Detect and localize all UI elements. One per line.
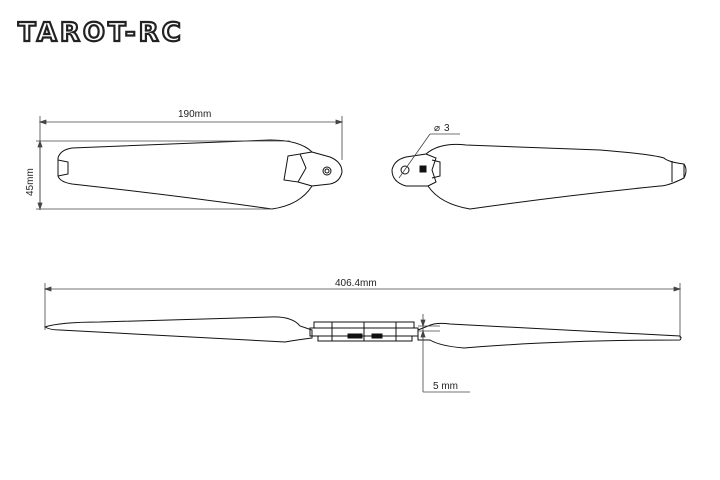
hole-diameter-symbol: ⌀ [434, 123, 440, 134]
propeller-side-view [43, 316, 682, 349]
dim-hub-offset [418, 314, 470, 393]
right-hub-mark [419, 165, 427, 173]
side-right-blade [417, 322, 682, 349]
brand-logo: TAROT-RC [17, 17, 184, 49]
side-hub-bottom [317, 335, 413, 342]
dim-hole-diameter [398, 133, 460, 179]
left-blade-top-view [57, 139, 343, 210]
hub-offset-label: 5 mm [433, 381, 458, 392]
right-blade-tip-detail [671, 161, 685, 182]
dim-blade-width [36, 139, 290, 211]
blade-width-label: 45mm [25, 168, 36, 196]
logo-text: TAROT-RC [18, 18, 184, 48]
hole-diameter-label: 3 [444, 123, 450, 134]
total-span-label: 406.4mm [335, 278, 377, 289]
left-blade-hub-detail [283, 151, 313, 187]
left-blade-outline [57, 139, 343, 210]
dim-blade-length [38, 116, 344, 210]
right-blade-top-view [391, 143, 687, 210]
left-hub-hole [322, 166, 332, 176]
right-hub-hole [400, 165, 410, 175]
side-left-blade [43, 316, 313, 343]
left-hub-hole-inner [324, 168, 330, 174]
dim-total-span [43, 283, 682, 338]
left-blade-tip-detail [57, 159, 69, 177]
right-blade-hub-detail [425, 153, 441, 187]
blade-length-label: 190mm [178, 109, 211, 120]
right-blade-outline [391, 143, 687, 210]
